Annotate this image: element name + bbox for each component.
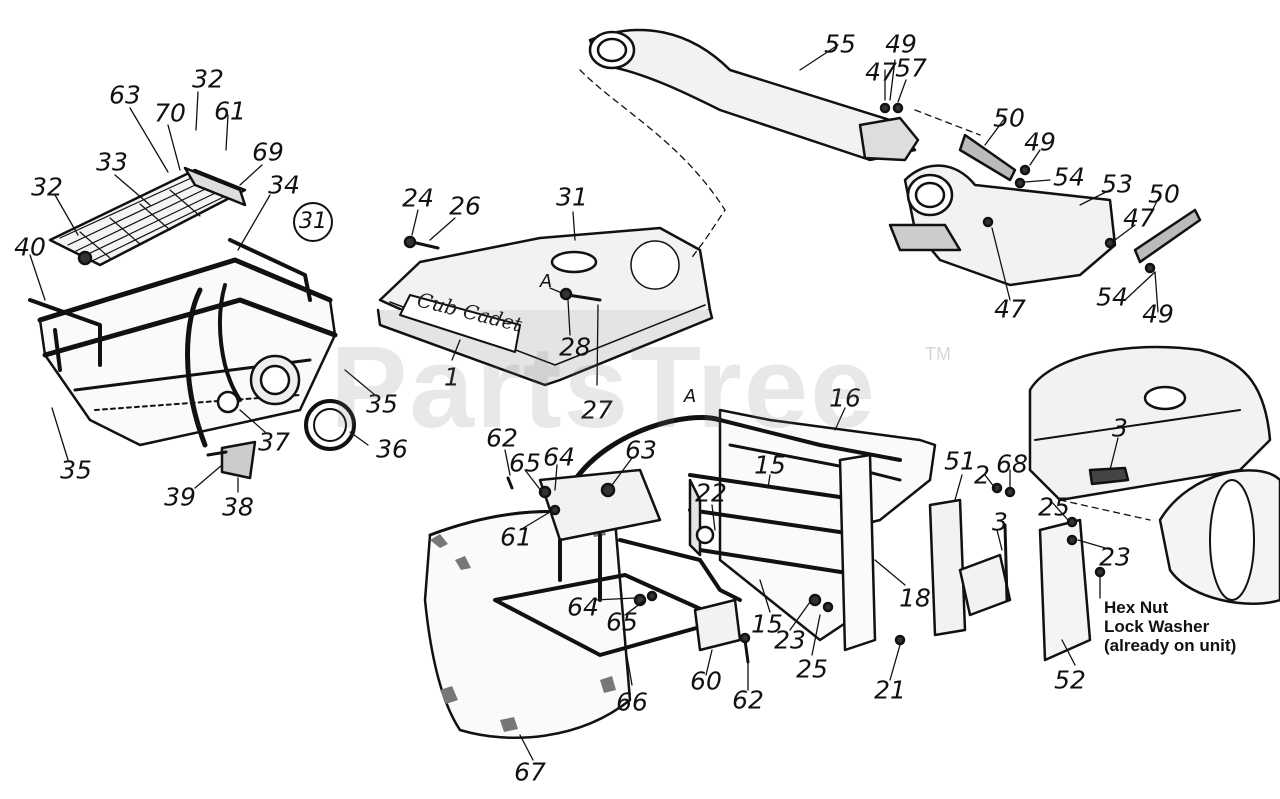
part-label: 68 bbox=[996, 449, 1028, 479]
bag-frame-assembly bbox=[28, 91, 376, 493]
part-label: 35 bbox=[60, 455, 92, 485]
part-label: 49 bbox=[1142, 299, 1174, 329]
part-label: 26 bbox=[449, 191, 481, 221]
part-label: 51 bbox=[944, 446, 976, 476]
part-label: 15 bbox=[754, 450, 786, 480]
reference-letter: A bbox=[683, 386, 697, 407]
note-line: (already on unit) bbox=[1104, 636, 1237, 655]
collection-bag bbox=[423, 449, 751, 761]
part-label: 1 bbox=[444, 362, 460, 392]
watermark: PartsTree bbox=[330, 322, 877, 452]
part-label: 50 bbox=[993, 103, 1025, 133]
part-label: 65 bbox=[606, 607, 638, 637]
part-label: 25 bbox=[1038, 492, 1070, 522]
part-label: 67 bbox=[514, 757, 546, 787]
part-label: 53 bbox=[1101, 169, 1133, 199]
part-label: 54 bbox=[1096, 282, 1128, 312]
reference-letter: A bbox=[539, 271, 553, 292]
part-label: 70 bbox=[154, 98, 186, 128]
part-label: 35 bbox=[366, 389, 398, 419]
part-label: 52 bbox=[1054, 665, 1086, 695]
part-label: 47 bbox=[865, 57, 897, 87]
note-line: Lock Washer bbox=[1104, 617, 1210, 636]
part-label: 2 bbox=[974, 460, 990, 490]
part-label: 63 bbox=[109, 80, 141, 110]
part-label: 25 bbox=[796, 654, 828, 684]
part-label: 15 bbox=[751, 609, 783, 639]
watermark-tm: TM bbox=[925, 344, 951, 364]
part-label: 21 bbox=[874, 675, 906, 705]
part-label: 18 bbox=[899, 583, 931, 613]
part-label: 31 bbox=[556, 182, 588, 212]
part-label: 69 bbox=[252, 137, 284, 167]
part-label: 64 bbox=[543, 442, 575, 472]
part-label: 61 bbox=[500, 522, 532, 552]
part-label: 28 bbox=[559, 332, 591, 362]
part-label: 50 bbox=[1148, 179, 1180, 209]
part-label: 23 bbox=[774, 625, 806, 655]
part-label: 36 bbox=[376, 434, 408, 464]
part-label: 60 bbox=[690, 666, 722, 696]
part-label: 62 bbox=[732, 685, 764, 715]
part-label: 54 bbox=[1053, 162, 1085, 192]
hardware-note: Hex Nut Lock Washer (already on unit) bbox=[1104, 598, 1236, 655]
mounting-brackets bbox=[572, 407, 1016, 681]
part-label: 38 bbox=[222, 492, 254, 522]
part-label: 23 bbox=[1099, 542, 1131, 572]
part-label: 22 bbox=[695, 478, 727, 508]
part-label: 65 bbox=[509, 448, 541, 478]
part-label: 32 bbox=[192, 64, 224, 94]
part-label: 64 bbox=[567, 592, 599, 622]
part-label: 37 bbox=[258, 427, 290, 457]
part-label: 47 bbox=[994, 294, 1026, 324]
part-label: 47 bbox=[1123, 203, 1155, 233]
part-label: 66 bbox=[616, 687, 648, 717]
part-label: 34 bbox=[268, 170, 300, 200]
part-label: 62 bbox=[486, 423, 518, 453]
part-label: 49 bbox=[885, 29, 917, 59]
part-label: 63 bbox=[625, 435, 657, 465]
rear-hood bbox=[376, 209, 714, 387]
part-label: 55 bbox=[824, 29, 856, 59]
part-label: 57 bbox=[895, 53, 927, 83]
part-label: 16 bbox=[829, 383, 861, 413]
part-label: 3 bbox=[1112, 413, 1128, 443]
part-label: 61 bbox=[214, 96, 246, 126]
part-label: 49 bbox=[1024, 127, 1056, 157]
tractor-rear bbox=[1028, 345, 1280, 666]
part-label: 32 bbox=[31, 172, 63, 202]
part-label: 33 bbox=[96, 147, 128, 177]
note-line: Hex Nut bbox=[1104, 598, 1169, 617]
part-label: 27 bbox=[581, 395, 613, 425]
discharge-chute bbox=[579, 28, 1202, 313]
part-label: 40 bbox=[14, 232, 46, 262]
part-label: 24 bbox=[402, 183, 434, 213]
part-label-circled: 31 bbox=[293, 202, 333, 242]
part-label: 39 bbox=[164, 482, 196, 512]
part-label: 3 bbox=[992, 507, 1008, 537]
